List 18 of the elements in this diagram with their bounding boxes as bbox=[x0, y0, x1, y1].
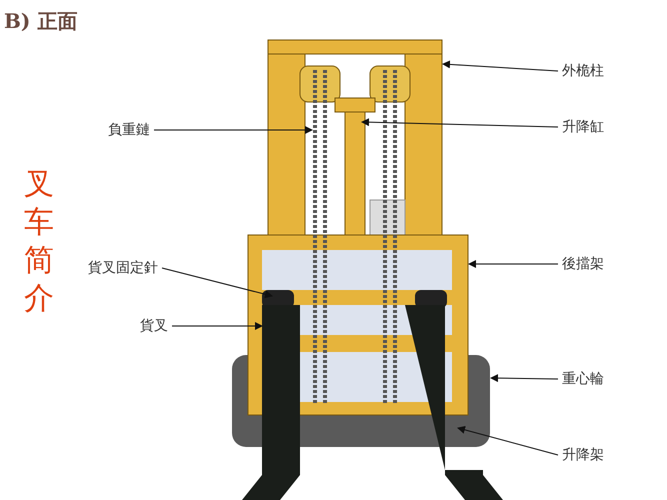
leader-line bbox=[154, 126, 313, 134]
part-label: 貨叉 bbox=[140, 317, 168, 335]
leader-line bbox=[457, 426, 558, 456]
part-label: 外桅柱 bbox=[562, 62, 604, 80]
leader-line bbox=[172, 322, 263, 330]
title: B) 正面 bbox=[4, 8, 78, 35]
leader-line bbox=[468, 260, 558, 268]
vertical-heading: 叉车简介 bbox=[24, 166, 54, 318]
part-label: 升降架 bbox=[562, 446, 604, 464]
part-label: 後擋架 bbox=[562, 255, 604, 273]
part-label: 貨叉固定針 bbox=[88, 259, 158, 277]
leader-line bbox=[361, 118, 558, 128]
leader-line bbox=[442, 60, 558, 72]
part-label: 負重鏈 bbox=[108, 121, 150, 139]
part-label: 升降缸 bbox=[562, 118, 604, 136]
part-label: 重心輪 bbox=[562, 370, 604, 388]
leader-line bbox=[162, 268, 273, 298]
leader-line bbox=[490, 374, 558, 382]
